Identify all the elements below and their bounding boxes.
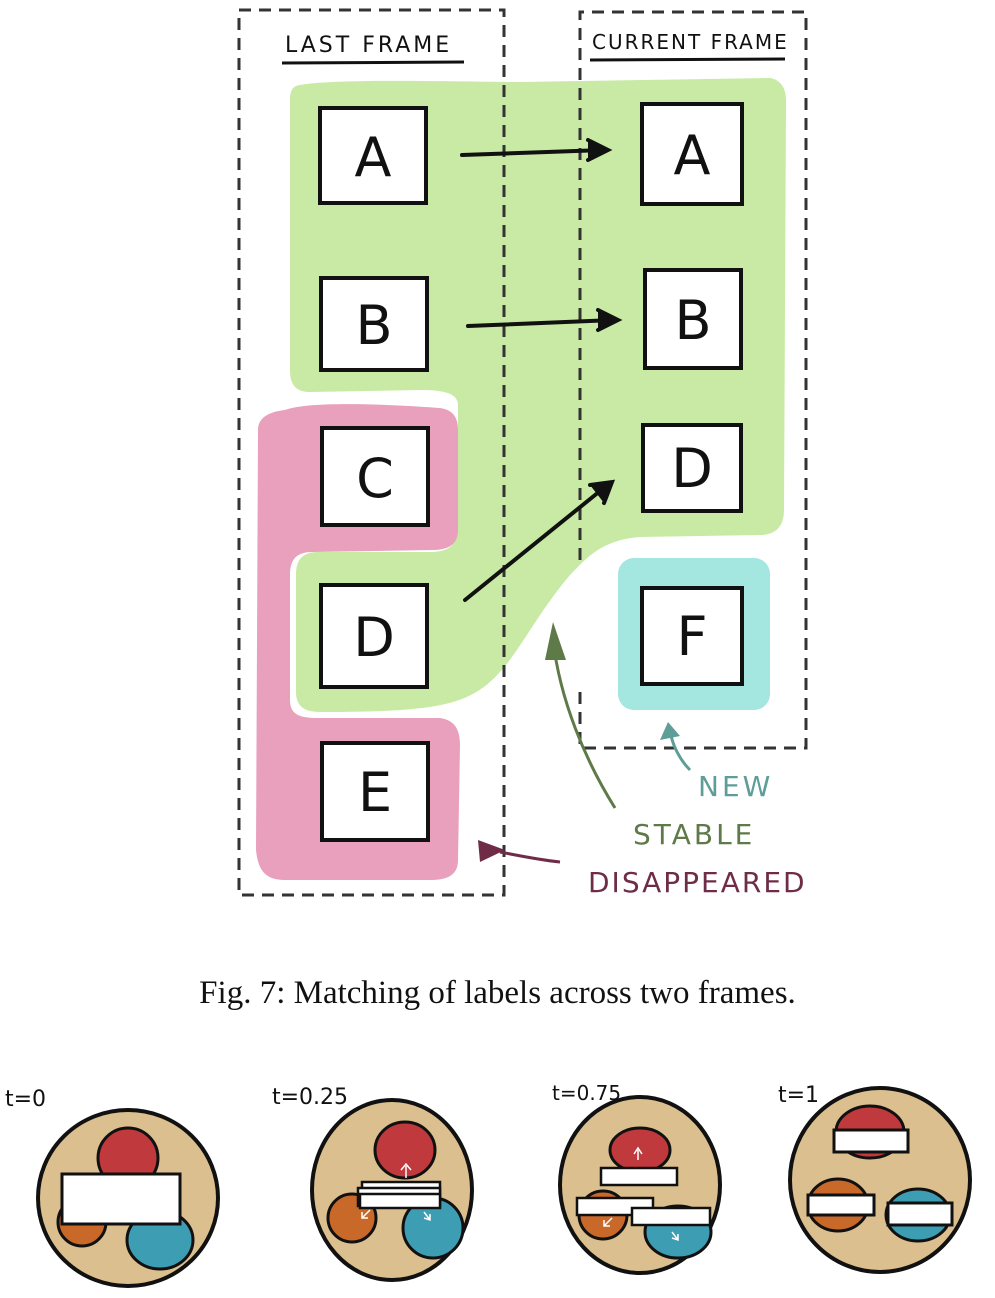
panel-t075-label-box-blue bbox=[630, 1206, 712, 1227]
last-frame-border bbox=[237, 8, 506, 897]
panel-t075-left-arrow bbox=[603, 1217, 613, 1227]
last-box-c: C bbox=[320, 426, 430, 527]
new-pointer-arrow bbox=[660, 722, 692, 772]
panel-t0: t=0 bbox=[5, 1087, 220, 1288]
panel-t025-left-arrow bbox=[361, 1209, 371, 1219]
panel-t0-label-box bbox=[60, 1172, 182, 1226]
panel-t075-up-arrow bbox=[633, 1146, 643, 1160]
last-box-b: B bbox=[319, 276, 429, 372]
svg-text:B: B bbox=[674, 289, 711, 352]
svg-text:B: B bbox=[355, 294, 392, 357]
panel-t1-label-box-blue bbox=[886, 1201, 954, 1227]
match-arrow-a bbox=[460, 138, 613, 162]
panel-t1: t=1 bbox=[778, 1083, 972, 1274]
current-frame-title-underline bbox=[589, 57, 786, 62]
match-arrow-d bbox=[463, 479, 616, 602]
panel-t1-label-box-orange bbox=[806, 1193, 876, 1217]
svg-text:A: A bbox=[355, 126, 392, 189]
panel-t025-label-box-3 bbox=[358, 1192, 442, 1210]
panel-t025-red-blob bbox=[373, 1120, 437, 1180]
svg-text:E: E bbox=[358, 761, 392, 824]
panel-t1-label: t=1 bbox=[778, 1083, 819, 1108]
panel-t075-label-box-red bbox=[599, 1166, 679, 1187]
current-box-d: D bbox=[641, 423, 743, 513]
panel-t025-up-arrow bbox=[400, 1162, 412, 1178]
current-box-f: F bbox=[640, 586, 744, 686]
panel-t025-label: t=0.25 bbox=[272, 1085, 348, 1110]
panel-t075-right-arrow bbox=[671, 1231, 679, 1242]
svg-text:D: D bbox=[671, 437, 713, 500]
current-box-b: B bbox=[643, 268, 743, 370]
label-matching-diagram: LAST FRAME CURRENT FRAME A B C D E A bbox=[237, 8, 808, 899]
label-motion-panels: t=0 t=0.25 t=0.75 bbox=[5, 1081, 972, 1288]
last-frame-title-underline bbox=[281, 60, 465, 65]
panel-t025-right-arrow bbox=[423, 1211, 431, 1222]
panel-t1-label-box-red bbox=[832, 1128, 910, 1154]
svg-text:D: D bbox=[353, 606, 395, 669]
current-box-a: A bbox=[640, 102, 744, 206]
last-box-a: A bbox=[318, 106, 428, 205]
panel-t075-label: t=0.75 bbox=[552, 1081, 621, 1105]
panel-t025: t=0.25 bbox=[272, 1085, 474, 1282]
disappeared-pointer-arrow bbox=[478, 840, 561, 864]
last-box-d: D bbox=[319, 583, 429, 689]
legend-new: NEW bbox=[698, 770, 773, 803]
match-arrow-b bbox=[466, 308, 623, 332]
current-frame-title: CURRENT FRAME bbox=[592, 30, 789, 54]
svg-text:A: A bbox=[674, 124, 711, 187]
legend-stable: STABLE bbox=[633, 818, 755, 851]
last-box-e: E bbox=[320, 741, 430, 842]
last-frame-title: LAST FRAME bbox=[285, 33, 452, 58]
panel-t075: t=0.75 bbox=[552, 1081, 722, 1275]
stable-pointer-arrow bbox=[545, 622, 617, 809]
figure-7-caption: Fig. 7: Matching of labels across two fr… bbox=[199, 975, 796, 1011]
legend-disappeared: DISAPPEARED bbox=[588, 866, 807, 899]
svg-text:F: F bbox=[676, 605, 707, 668]
stable-region bbox=[290, 78, 786, 712]
svg-text:C: C bbox=[356, 447, 394, 510]
panel-t0-label: t=0 bbox=[5, 1087, 46, 1112]
